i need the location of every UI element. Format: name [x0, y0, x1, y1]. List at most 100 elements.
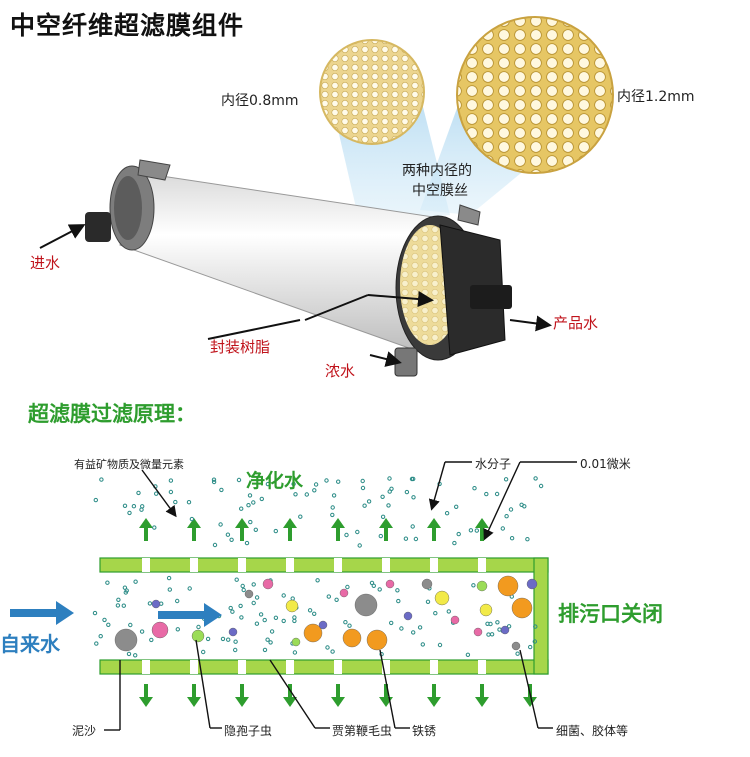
inflow-arrow [10, 601, 74, 625]
water-molecule-dot [239, 506, 244, 511]
product-water-label: 产品水 [553, 314, 599, 332]
water-molecule-dot [131, 504, 137, 509]
water-molecule-dot [127, 510, 132, 516]
water-molecule-dot [262, 617, 267, 623]
water-molecule-dot [115, 603, 121, 608]
water-molecule-dot [344, 532, 349, 538]
water-molecule-dot [304, 492, 309, 497]
water-molecule-dot [444, 511, 450, 516]
up-arrow-shaft [432, 527, 436, 541]
water-molecule-dot [380, 514, 386, 519]
water-molecule-dot [360, 478, 365, 484]
water-molecule-dot [233, 647, 238, 653]
up-arrow-shaft [288, 527, 292, 541]
water-molecule-dot [389, 620, 394, 626]
water-molecule-dot [315, 578, 320, 583]
water-molecule-dot [506, 624, 512, 629]
water-molecule-dot [251, 582, 256, 587]
water-molecule-dot [262, 647, 268, 653]
water-molecule-dot [497, 627, 502, 632]
contaminant-particle [476, 580, 488, 592]
water-molecule-dot [403, 536, 409, 541]
up-arrow-head [331, 518, 345, 528]
water-molecule-dot [98, 634, 103, 639]
contaminant-particle [244, 589, 254, 599]
water-molecule-dot [325, 645, 330, 650]
water-molecule-dot [116, 597, 121, 602]
contaminant-particle [342, 628, 362, 648]
water-molecule-dot [281, 593, 286, 598]
water-molecule-dot [251, 600, 256, 606]
water-molecule-dot [380, 494, 385, 499]
water-molecule-dot [396, 598, 401, 604]
water-molecule-dot [265, 637, 270, 642]
tap-water-label: 自来水 [0, 632, 60, 656]
water-molecule-dot [515, 651, 520, 656]
water-molecule-dot [313, 482, 319, 487]
contaminant-particle [500, 625, 510, 635]
cyst-label: 隐孢子虫 [224, 724, 273, 738]
water-molecule-dot [522, 504, 527, 509]
down-arrow-shaft [432, 684, 436, 698]
water-molecule-dot [205, 636, 211, 642]
membrane-pore [190, 558, 198, 572]
membrane-end-wall [533, 557, 549, 675]
water-molecule-dot [468, 528, 474, 533]
water-molecule-dot [251, 500, 256, 505]
water-molecule-dot [533, 476, 538, 481]
water-molecule-dot [538, 483, 544, 489]
membrane-pore [430, 558, 438, 572]
down-arrow-head [187, 697, 201, 707]
water-molecule-dot [154, 491, 159, 496]
water-molecule-dot [133, 579, 138, 584]
water-molecule-dot [386, 503, 391, 508]
water-molecule-label: 水分子 [475, 457, 512, 471]
up-arrow-head [379, 518, 393, 528]
contaminant-particle [450, 615, 460, 625]
water-molecule-dot [247, 493, 253, 498]
flagellate-label: 贾第鞭毛虫 [332, 724, 393, 738]
water-molecule-dot [92, 610, 98, 616]
water-molecule-dot [330, 505, 335, 510]
contaminant-particle [497, 575, 519, 597]
water-molecule-dot [291, 481, 296, 487]
water-molecule-dot [454, 504, 459, 509]
water-molecule-dot [312, 611, 317, 616]
water-molecule-dot [532, 639, 537, 644]
water-molecule-dot [105, 580, 110, 585]
water-molecule-dot [94, 641, 99, 646]
water-molecule-dot [452, 540, 457, 546]
water-molecule-dot [504, 514, 509, 519]
water-molecule-dot [229, 537, 234, 542]
water-molecule-dot [167, 587, 173, 592]
water-molecule-dot [360, 485, 366, 491]
water-molecule-dot [175, 627, 181, 632]
membrane-pore [142, 660, 150, 674]
water-molecule-dot [102, 617, 107, 623]
contaminant-particle [291, 637, 301, 647]
water-molecule-dot [347, 623, 352, 628]
water-molecule-dot [293, 492, 298, 497]
contaminant-particle [526, 578, 538, 590]
water-molecule-dot [500, 526, 505, 531]
water-molecule-dot [420, 642, 425, 647]
contaminant-particle [303, 623, 323, 643]
up-arrow-shaft [240, 527, 244, 541]
up-arrow-head [187, 518, 201, 528]
water-molecule-dot [425, 599, 431, 604]
contaminant-particle [473, 627, 483, 637]
water-molecule-dot [486, 632, 491, 637]
pore-size-label: 0.01微米 [580, 457, 631, 471]
contaminant-particle [114, 628, 138, 652]
minerals-label: 有益矿物质及微量元素 [74, 458, 184, 471]
water-molecule-dot [241, 587, 246, 593]
water-molecule-dot [246, 503, 251, 508]
fiber-closeup-large [456, 16, 614, 174]
water-molecule-dot [330, 512, 335, 518]
down-arrow-shaft [336, 684, 340, 698]
up-arrow-head [283, 518, 297, 528]
water-molecule-dot [508, 507, 514, 512]
water-molecule-dot [312, 488, 317, 493]
contaminant-particle [262, 578, 274, 590]
